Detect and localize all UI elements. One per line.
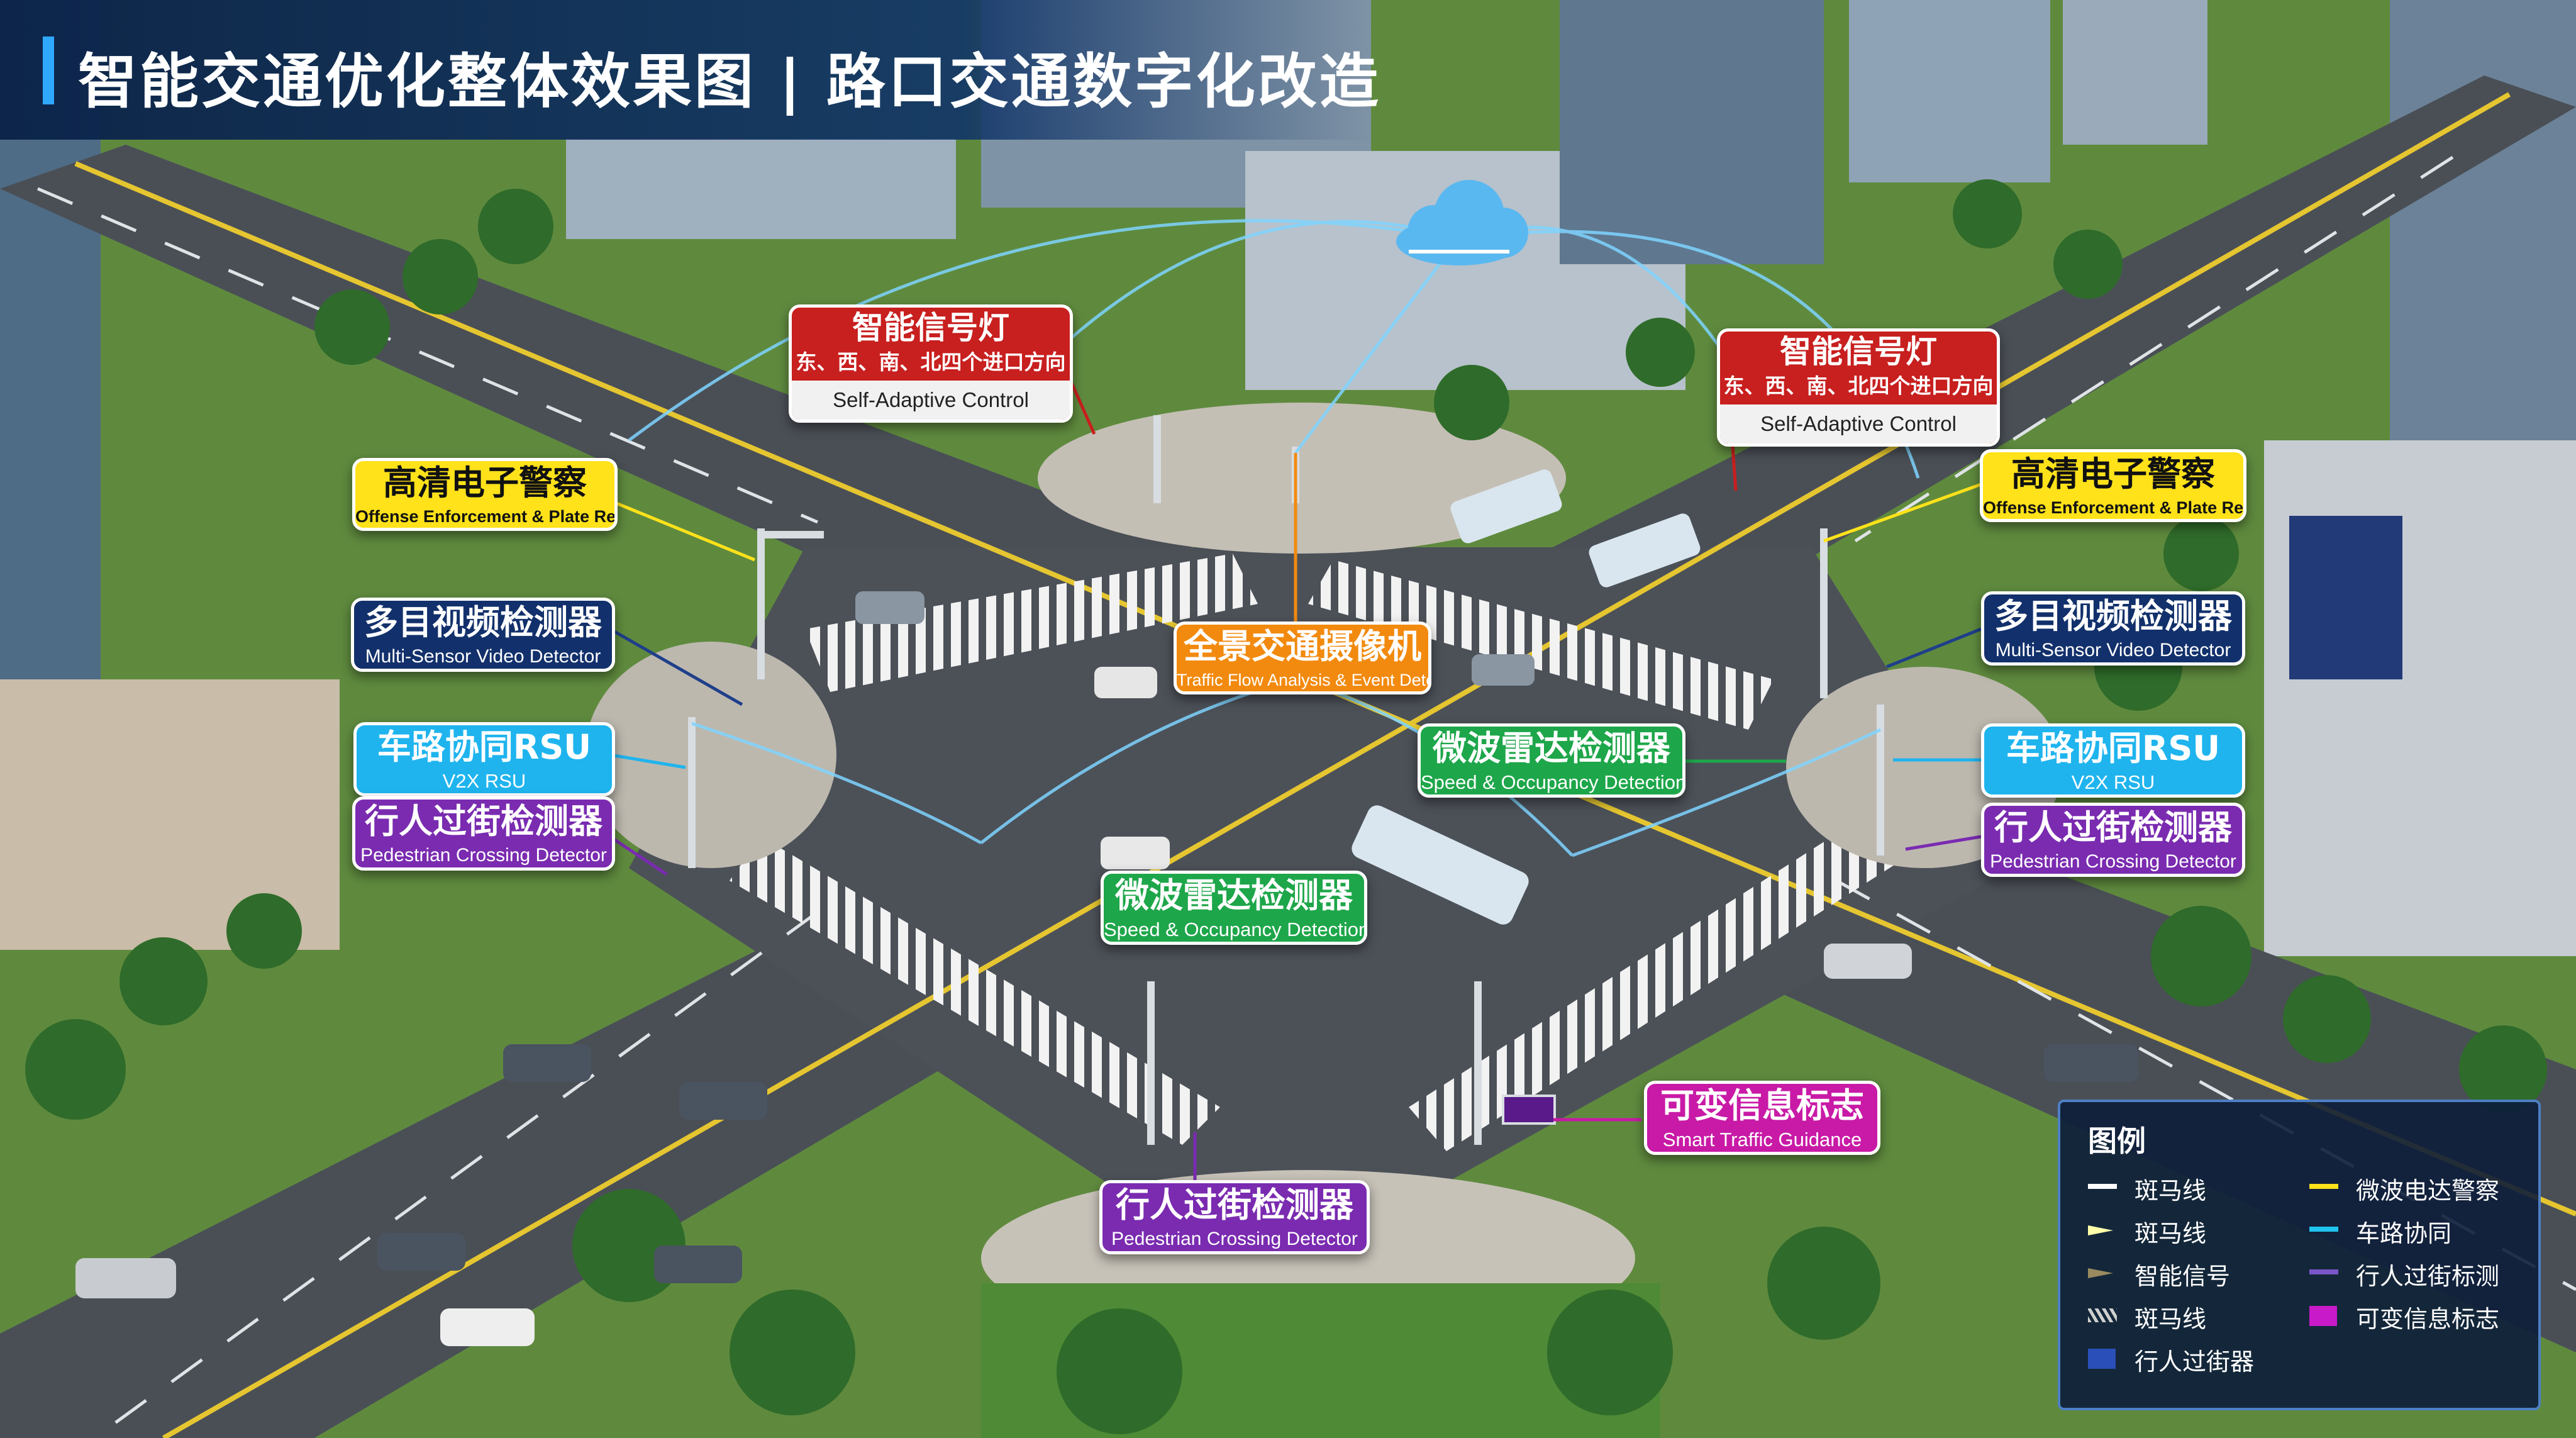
title-accent (43, 36, 54, 104)
callout-english: Offense Enforcement & Plate Recognition (355, 507, 616, 526)
callout-title: 智能信号灯 (1780, 333, 1937, 370)
legend-panel: 图例 斑马线 斑马线 智能信号 斑马线 行人过街器 微波电达警察 车路协同 (2058, 1100, 2541, 1410)
legend-swatch-line (2088, 1184, 2117, 1189)
callout-rsu-left: 车路协同RSU V2X RSU (353, 722, 615, 796)
callout-english: Self-Adaptive Control (1720, 404, 1997, 443)
callout-english: Self-Adaptive Control (792, 381, 1070, 420)
callout-english: Speed & Occupancy Detection (1421, 771, 1685, 793)
callout-pedestrian-detector-left: 行人过街检测器 Pedestrian Crossing Detector (352, 796, 615, 871)
legend-label: 斑马线 (2135, 1220, 2207, 1247)
callout-english: Pedestrian Crossing Detector (360, 845, 607, 866)
callout-title: 全景交通摄像机 (1184, 627, 1421, 666)
callout-smart-signal-left: 智能信号灯 东、西、南、北四个进口方向 Self-Adaptive Contro… (789, 304, 1073, 423)
vms-panel (1502, 1095, 1556, 1125)
callout-english: V2X RSU (442, 770, 526, 792)
callout-english: Multi-Sensor Video Detector (365, 646, 601, 667)
legend-swatch-arrow (2088, 1225, 2113, 1235)
callout-title: 行人过街检测器 (365, 801, 602, 841)
legend-label: 斑马线 (2135, 1177, 2207, 1205)
legend-label: 智能信号 (2135, 1262, 2231, 1290)
legend-label: 车路协同 (2356, 1220, 2452, 1247)
callout-rsu-right: 车路协同RSU V2X RSU (1981, 723, 2245, 798)
legend-swatch-line (2309, 1227, 2338, 1232)
vehicles (75, 469, 2138, 1346)
callout-smart-signal-right: 智能信号灯 东、西、南、北四个进口方向 Self-Adaptive Contro… (1717, 328, 2000, 447)
leader-lines (609, 376, 1982, 1195)
callout-pedestrian-detector-right: 行人过街检测器 Pedestrian Crossing Detector (1981, 803, 2245, 877)
callout-title: 微波雷达检测器 (1115, 876, 1353, 915)
legend-swatch-box (2088, 1349, 2116, 1369)
legend-swatch-hatch (2088, 1308, 2117, 1322)
callout-radar-detector-center: 微波雷达检测器 Speed & Occupancy Detection (1101, 871, 1367, 945)
cloud-icon (1396, 180, 1528, 265)
callout-title: 可变信息标志 (1660, 1086, 1864, 1125)
legend-label: 行人过街器 (2135, 1348, 2255, 1376)
legend-label: 可变信息标志 (2356, 1305, 2500, 1333)
legend-label: 微波电达警察 (2356, 1177, 2500, 1205)
legend-label: 斑马线 (2135, 1305, 2207, 1333)
callout-english: V2X RSU (2071, 771, 2155, 793)
legend-label: 行人过街标测 (2356, 1262, 2500, 1290)
callout-variable-message-sign: 可变信息标志 Smart Traffic Guidance (1644, 1081, 1880, 1155)
page-title: 智能交通优化整体效果图 | 路口交通数字化改造 (78, 48, 1381, 116)
callout-english: Traffic Flow Analysis & Event Detection (1177, 671, 1428, 689)
callout-video-detector-left: 多目视频检测器 Multi-Sensor Video Detector (351, 598, 615, 672)
callout-title: 行人过街检测器 (1994, 808, 2232, 847)
callout-english: Offense Enforcement & Plate Recognition (1983, 498, 2244, 517)
callout-title: 多目视频检测器 (364, 603, 602, 642)
callout-title: 高清电子警察 (2011, 454, 2215, 494)
callout-video-detector-right: 多目视频检测器 Multi-Sensor Video Detector (1981, 591, 2245, 666)
crosswalks (730, 554, 1899, 1151)
callout-subtitle: 东、西、南、北四个进口方向 (1723, 374, 1994, 398)
callout-panoramic-camera: 全景交通摄像机 Traffic Flow Analysis & Event De… (1174, 621, 1431, 694)
callout-title: 智能信号灯 (852, 309, 1009, 346)
callout-radar-detector-right: 微波雷达检测器 Speed & Occupancy Detection (1418, 723, 1685, 798)
callout-title: 微波雷达检测器 (1433, 728, 1670, 768)
callout-title: 车路协同RSU (2006, 728, 2221, 768)
callout-title: 行人过街检测器 (1116, 1185, 1353, 1225)
callout-subtitle: 东、西、南、北四个进口方向 (796, 350, 1066, 374)
callout-pedestrian-detector-bottom: 行人过街检测器 Pedestrian Crossing Detector (1099, 1180, 1370, 1254)
legend-swatch-arrow (2088, 1268, 2113, 1278)
callout-english: Smart Traffic Guidance (1662, 1129, 1862, 1151)
callout-hd-police-right: 高清电子警察 Offense Enforcement & Plate Recog… (1980, 449, 2246, 522)
trees (25, 179, 2547, 1434)
title-bar: 智能交通优化整体效果图 | 路口交通数字化改造 (0, 0, 1379, 140)
callout-title: 高清电子警察 (383, 463, 587, 503)
callout-title: 车路协同RSU (377, 727, 592, 767)
callout-title: 多目视频检测器 (1994, 596, 2232, 636)
legend-swatch-line (2309, 1269, 2338, 1274)
callout-english: Pedestrian Crossing Detector (1990, 851, 2236, 872)
legend-swatch-box (2309, 1306, 2337, 1326)
legend-title: 图例 (2088, 1124, 2146, 1158)
legend-swatch-line (2309, 1184, 2338, 1189)
callout-english: Multi-Sensor Video Detector (1995, 640, 2231, 660)
callout-english: Speed & Occupancy Detection (1104, 918, 1367, 940)
callout-english: Pedestrian Crossing Detector (1111, 1229, 1358, 1249)
callout-hd-police-left: 高清电子警察 Offense Enforcement & Plate Recog… (352, 458, 618, 531)
